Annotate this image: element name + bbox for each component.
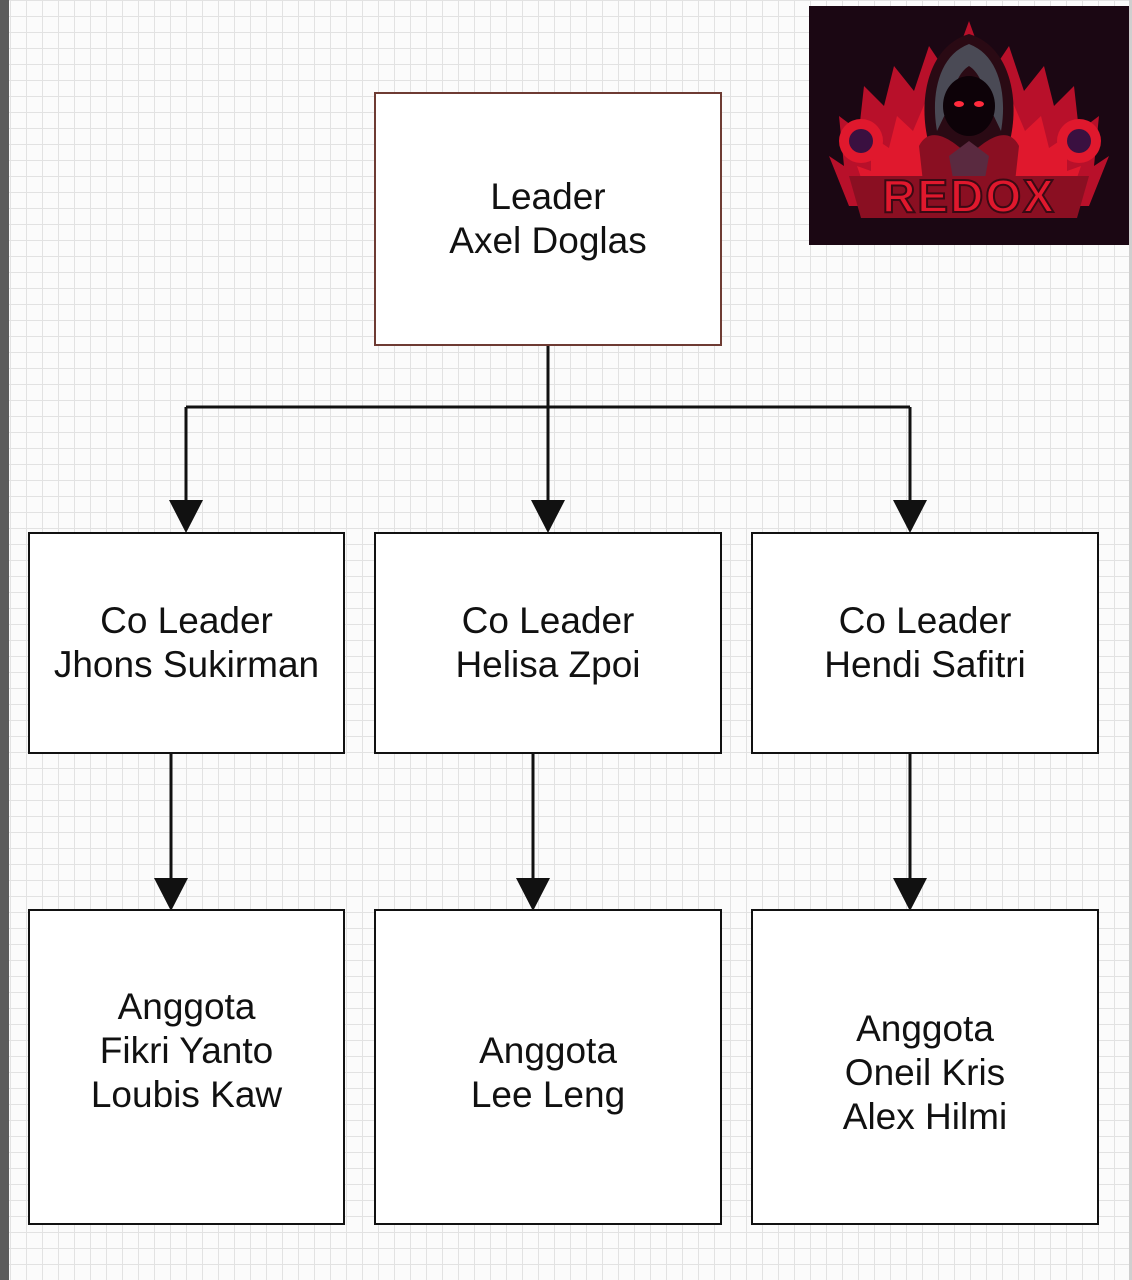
arrowhead-co-leader-1 bbox=[169, 500, 203, 533]
co-leader-box-2: Co Leader Helisa Zpoi bbox=[374, 532, 722, 754]
leader-role: Leader bbox=[490, 176, 606, 217]
arrowhead-members-1 bbox=[154, 878, 188, 911]
co-leader-role: Co Leader bbox=[461, 600, 635, 641]
redox-logo: REDOX bbox=[809, 6, 1129, 245]
left-edge-bar bbox=[0, 0, 9, 1280]
co-leader-box-3: Co Leader Hendi Safitri bbox=[751, 532, 1099, 754]
members-box-2: Anggota Lee Leng bbox=[374, 909, 722, 1225]
members-box-3: Anggota Oneil Kris Alex Hilmi bbox=[751, 909, 1099, 1225]
arrowhead-members-3 bbox=[893, 878, 927, 911]
co-leader-box-1: Co Leader Jhons Sukirman bbox=[28, 532, 345, 754]
right-edge-bar bbox=[1129, 0, 1132, 1280]
member-name: Loubis Kaw bbox=[90, 1074, 283, 1115]
members-role: Anggota bbox=[479, 1030, 617, 1071]
member-name: Alex Hilmi bbox=[842, 1096, 1008, 1137]
logo-text: REDOX bbox=[882, 170, 1056, 222]
arrowhead-members-2 bbox=[516, 878, 550, 911]
co-leader-role: Co Leader bbox=[838, 600, 1012, 641]
arrowhead-co-leader-2 bbox=[531, 500, 565, 533]
co-leader-name: Hendi Safitri bbox=[824, 644, 1026, 685]
members-role: Anggota bbox=[117, 986, 256, 1027]
members-role: Anggota bbox=[856, 1008, 994, 1049]
arrowhead-co-leader-3 bbox=[893, 500, 927, 533]
member-name: Lee Leng bbox=[470, 1074, 626, 1115]
co-leader-role: Co Leader bbox=[100, 600, 273, 641]
leader-name: Axel Doglas bbox=[449, 220, 647, 261]
leader-box: Leader Axel Doglas bbox=[374, 92, 722, 346]
member-name: Oneil Kris bbox=[844, 1052, 1006, 1093]
hooded-warrior-mascot-icon: REDOX bbox=[829, 21, 1109, 223]
member-name: Fikri Yanto bbox=[99, 1030, 274, 1071]
co-leader-name: Jhons Sukirman bbox=[53, 644, 320, 685]
co-leader-name: Helisa Zpoi bbox=[455, 644, 641, 685]
members-box-1: Anggota Fikri Yanto Loubis Kaw bbox=[28, 909, 345, 1225]
